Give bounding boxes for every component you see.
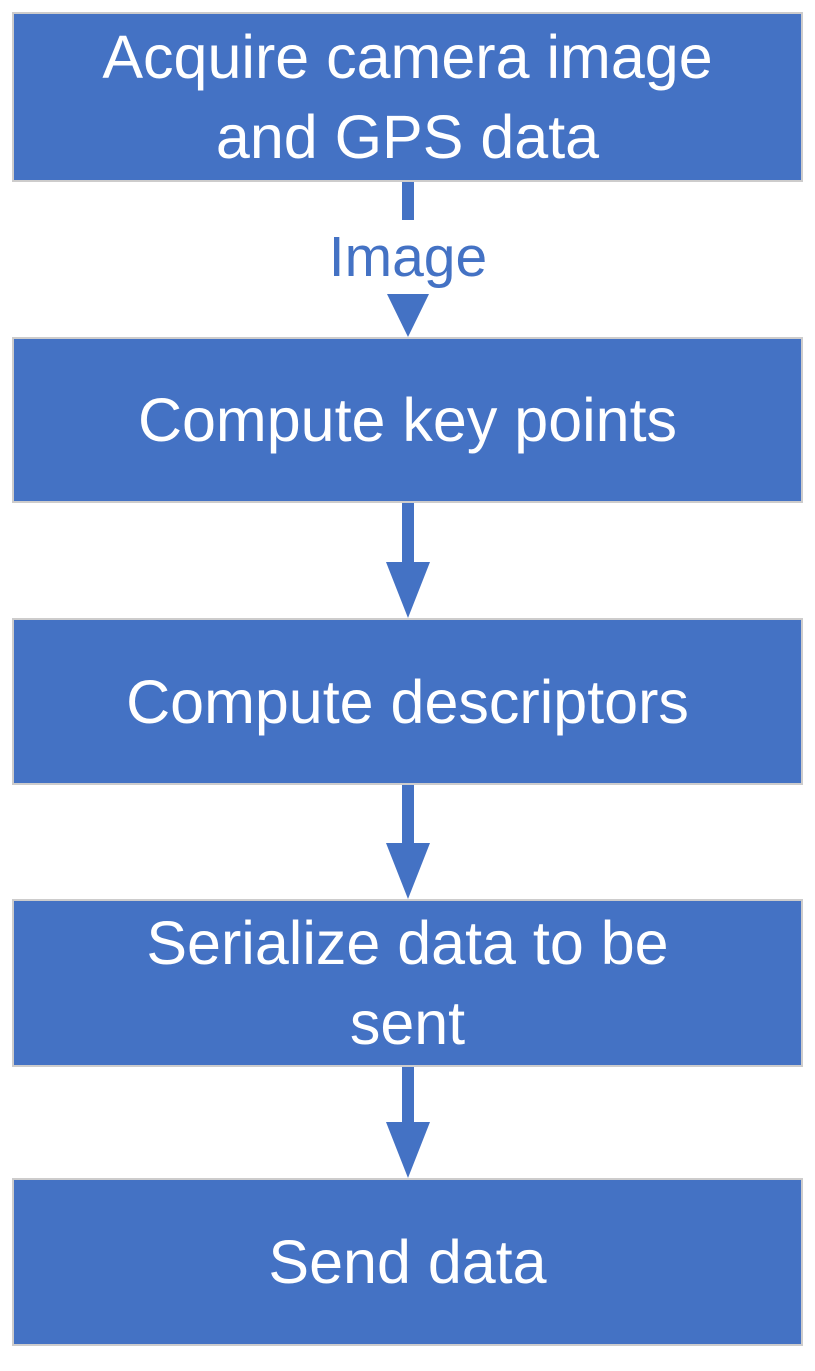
arrow-head-icon bbox=[386, 843, 430, 899]
arrow-line-serialize-to-send bbox=[402, 1067, 414, 1122]
arrow-line-keypoints-to-descriptors bbox=[402, 503, 414, 562]
node-acquire-camera-image-and-gps-data: Acquire camera image and GPS data bbox=[12, 12, 803, 182]
node-label: Compute descriptors bbox=[126, 667, 689, 736]
arrow-line-acquire-to-keypoints bbox=[402, 182, 414, 220]
edge-label-image: Image bbox=[328, 225, 488, 289]
node-label: Acquire camera image and GPS data bbox=[102, 23, 713, 171]
node-compute-key-points: Compute key points bbox=[12, 337, 803, 503]
arrow-head-icon bbox=[386, 1122, 430, 1178]
node-serialize-data-to-be-sent: Serialize data to be sent bbox=[12, 899, 803, 1067]
node-send-data: Send data bbox=[12, 1178, 803, 1346]
node-label: Serialize data to be sent bbox=[146, 909, 669, 1057]
arrow-head-icon bbox=[387, 294, 429, 337]
arrow-line-descriptors-to-serialize bbox=[402, 785, 414, 843]
node-label: Send data bbox=[268, 1228, 547, 1296]
node-compute-descriptors: Compute descriptors bbox=[12, 618, 803, 785]
arrow-head-icon bbox=[386, 562, 430, 618]
node-label: Compute key points bbox=[137, 386, 678, 454]
